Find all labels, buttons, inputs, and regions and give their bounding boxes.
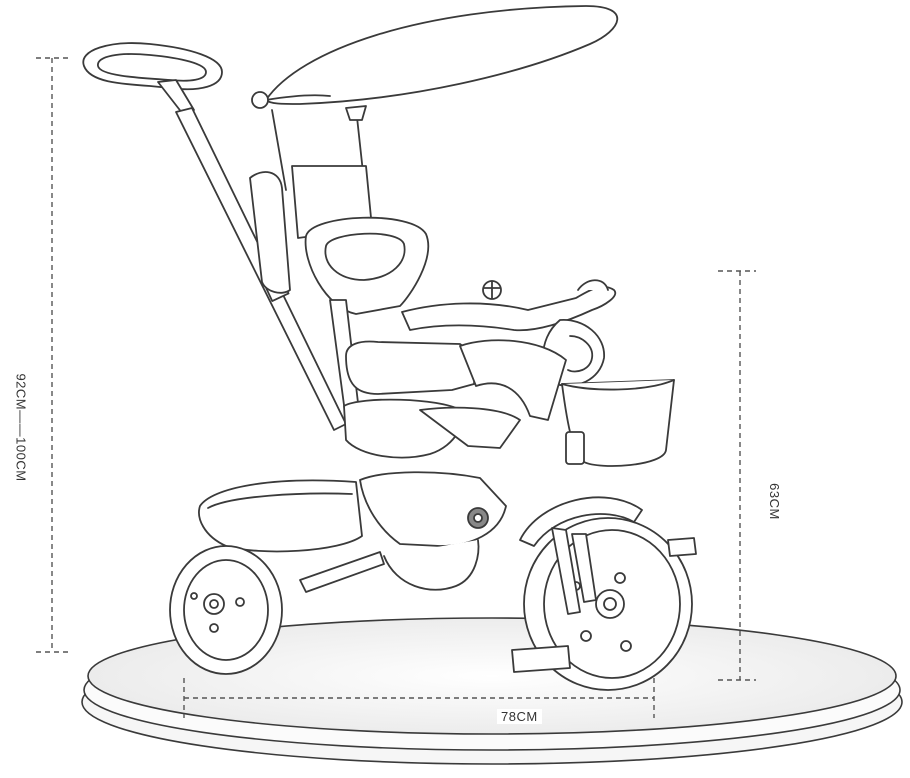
dimension-lines [36, 57, 756, 718]
push-handle-ring-inner [97, 53, 207, 82]
length-label: 78CM [497, 709, 542, 724]
push-bar [157, 79, 195, 119]
main-frame [345, 340, 477, 395]
front-pedal [511, 645, 571, 673]
tricycle-drawing [82, 5, 697, 691]
height-handle-label: 92CM——100CM [11, 368, 31, 487]
rear-basket [198, 479, 363, 553]
display-platform [81, 617, 903, 765]
height-seat-label: 63CM [764, 479, 784, 524]
rear-wheel [169, 545, 283, 675]
rear-wheel-far [383, 539, 480, 591]
canopy [265, 5, 619, 105]
